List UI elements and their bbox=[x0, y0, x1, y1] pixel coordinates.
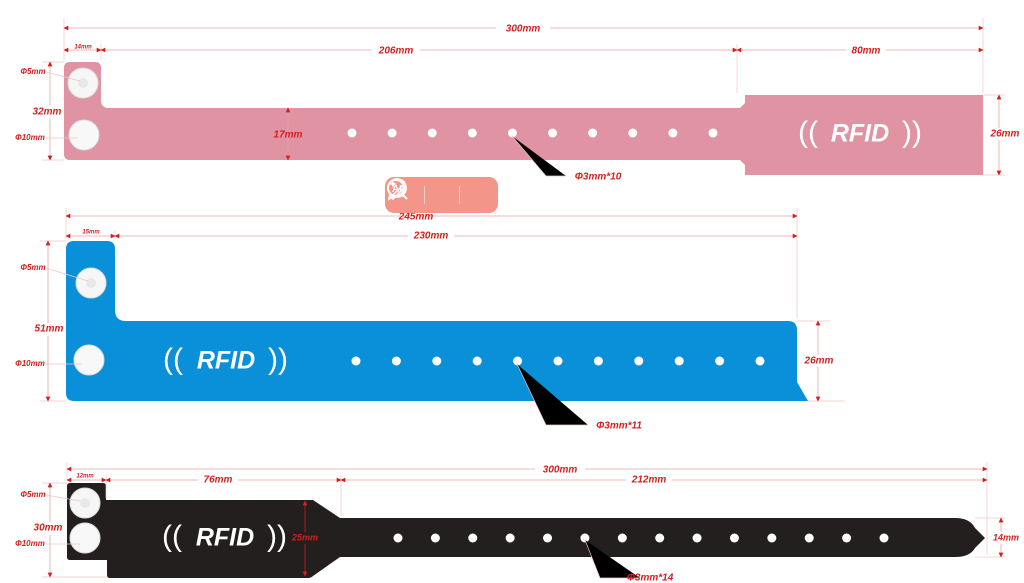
rfid-logo: RFID bbox=[196, 524, 254, 552]
strap-hole bbox=[505, 533, 515, 543]
strap-hole bbox=[617, 533, 627, 543]
strap-hole bbox=[588, 128, 598, 138]
strap-hole bbox=[767, 533, 777, 543]
strap-hole bbox=[430, 533, 440, 543]
small-hole-label: Φ5mm bbox=[20, 67, 45, 76]
large-hole-label: Φ10mm bbox=[15, 133, 45, 142]
strap-hole bbox=[674, 356, 684, 366]
strap-hole bbox=[387, 128, 397, 138]
height-label: 32mm bbox=[33, 107, 62, 118]
strap-width-label: 17mm bbox=[274, 130, 303, 141]
strap-hole bbox=[755, 356, 765, 366]
strap-length-label: 230mm bbox=[413, 231, 449, 242]
floating-ai-toolbar: AI bbox=[385, 177, 498, 213]
strap-hole bbox=[427, 128, 437, 138]
height-label: 30mm bbox=[34, 523, 63, 534]
small-snap-hole-center bbox=[86, 278, 96, 288]
strap-hole bbox=[692, 533, 702, 543]
strap-length-label: 206mm bbox=[378, 46, 414, 57]
holes-label: Φ3mm*10 bbox=[575, 172, 622, 183]
strap-width-label: 14mm bbox=[993, 532, 1019, 542]
blue-band-shape bbox=[66, 241, 808, 401]
strap-width-label: 26mm bbox=[804, 356, 834, 367]
rfid-wave-right-icon: )) bbox=[267, 520, 287, 553]
strap-hole bbox=[842, 533, 852, 543]
tab-width-label: 12mm bbox=[76, 474, 94, 480]
tab-width-label: 14mm bbox=[74, 45, 92, 51]
small-snap-hole-center bbox=[78, 78, 88, 88]
small-hole-label: Φ5mm bbox=[20, 490, 45, 499]
small-snap-hole-center bbox=[80, 498, 90, 508]
end-width-label: 26mm bbox=[990, 129, 1020, 140]
strap-hole bbox=[513, 356, 523, 366]
strap-hole bbox=[708, 128, 718, 138]
large-snap-hole bbox=[68, 119, 100, 151]
strap-hole bbox=[543, 533, 553, 543]
head-width-label: 25mm bbox=[291, 532, 318, 542]
rfid-wave-right-icon: )) bbox=[268, 343, 288, 376]
holes-label: Φ3mm*11 bbox=[596, 421, 642, 432]
strap-hole bbox=[593, 356, 603, 366]
strap-hole bbox=[668, 128, 678, 138]
blue-band-holes bbox=[351, 356, 765, 366]
strap-hole bbox=[347, 128, 357, 138]
black-wristband: RFID (( )) 300mm 12mm 76mm 212mm 30mm Φ5… bbox=[15, 462, 1022, 583]
strap-hole bbox=[432, 356, 442, 366]
holes-label: Φ3mm*14 bbox=[627, 573, 674, 583]
strap-hole bbox=[351, 356, 361, 366]
total-length-label: 300mm bbox=[506, 24, 541, 35]
strap-hole bbox=[879, 533, 889, 543]
strap-hole bbox=[729, 533, 739, 543]
large-hole-label: Φ10mm bbox=[15, 539, 45, 548]
black-band-holes bbox=[393, 533, 889, 543]
svg-text:AI: AI bbox=[392, 184, 402, 195]
pink-band-shape bbox=[64, 62, 983, 175]
strap-hole bbox=[715, 356, 725, 366]
strap-hole bbox=[468, 533, 478, 543]
strap-hole bbox=[391, 356, 401, 366]
rfid-wave-left-icon: (( bbox=[163, 343, 183, 376]
search-icon bbox=[387, 179, 408, 200]
strap-hole bbox=[628, 128, 638, 138]
rfid-logo: RFID bbox=[197, 347, 255, 375]
strap-hole bbox=[634, 356, 644, 366]
height-label: 51mm bbox=[35, 324, 64, 335]
strap-hole bbox=[472, 356, 482, 366]
total-length-label: 245mm bbox=[398, 212, 434, 223]
magic-edit-button[interactable] bbox=[389, 179, 456, 209]
strap-hole bbox=[553, 356, 563, 366]
toolbar-divider bbox=[423, 186, 425, 204]
strap-length-label: 212mm bbox=[631, 475, 667, 486]
large-hole-label: Φ10mm bbox=[15, 359, 45, 368]
head-length-label: 76mm bbox=[204, 475, 233, 486]
total-length-label: 300mm bbox=[543, 465, 578, 476]
rfid-wave-left-icon: (( bbox=[162, 520, 182, 553]
strap-hole bbox=[393, 533, 403, 543]
large-snap-hole bbox=[69, 522, 101, 554]
pink-wristband: RFID (( )) 300mm 14mm 206mm 80mm 32mm Φ5… bbox=[15, 18, 1023, 183]
tab-width-label: 15mm bbox=[82, 230, 100, 236]
strap-hole bbox=[580, 533, 590, 543]
rfid-wave-right-icon: )) bbox=[902, 116, 922, 149]
rfid-wave-left-icon: (( bbox=[798, 116, 818, 149]
black-band-shape bbox=[67, 483, 985, 578]
small-hole-label: Φ5mm bbox=[20, 263, 45, 272]
end-length-label: 80mm bbox=[852, 46, 881, 57]
strap-hole bbox=[467, 128, 477, 138]
pink-band-holes bbox=[347, 128, 718, 138]
strap-hole bbox=[507, 128, 517, 138]
blue-wristband: RFID (( )) 245mm 15mm 230mm 51mm Φ5mm Φ1… bbox=[15, 208, 845, 432]
large-snap-hole bbox=[73, 344, 105, 376]
strap-hole bbox=[804, 533, 814, 543]
search-button[interactable] bbox=[387, 179, 491, 209]
strap-hole bbox=[655, 533, 665, 543]
strap-hole bbox=[548, 128, 558, 138]
toolbar-divider bbox=[458, 186, 460, 204]
rfid-logo: RFID bbox=[831, 120, 889, 148]
